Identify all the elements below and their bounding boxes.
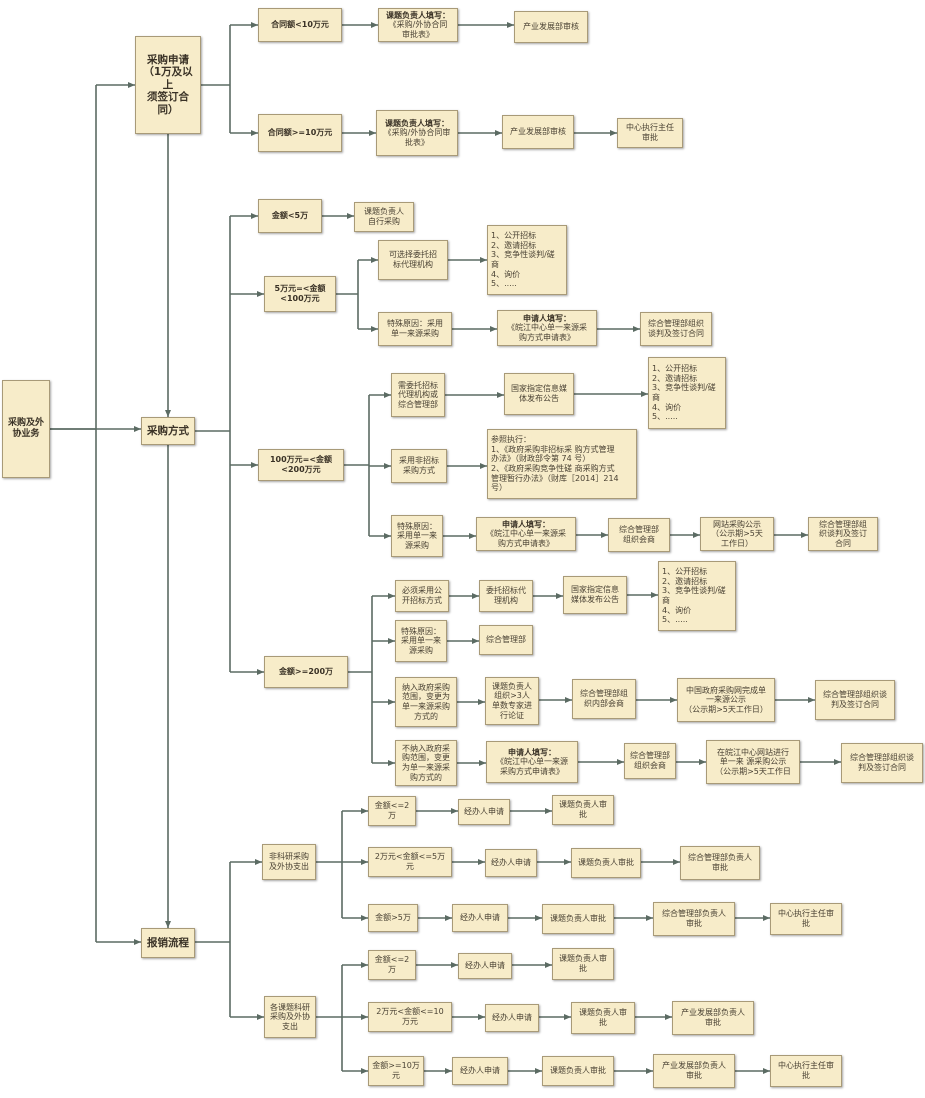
reimb-rs-ge10w-approve: 课题负责人审批	[542, 1056, 614, 1086]
reimb-nr-2w5w-mgmt: 综合管理部负责人 审批	[680, 846, 760, 880]
method-200w-nongov-consult: 综合管理部 组织会商	[624, 743, 676, 779]
apply-ge10w-form: 课题负责人填写：《采购/外协合同审 批表》	[376, 110, 458, 156]
reimb-nr-2w5w-apply: 经办人申请	[485, 849, 537, 877]
reimb-nr-gt5w-approve: 课题负责人审批	[542, 904, 614, 934]
method-200w-gov-consult: 综合管理部组 织内部会商	[572, 679, 636, 719]
method-200w-gov-expert: 课题负责人 组织>3人 单数专家进 行论证	[485, 677, 539, 725]
method-lt5w: 金额<5万	[258, 199, 322, 233]
method-200w-agency: 委托招标代 理机构	[479, 580, 533, 612]
reimb-rs-ge10w: 金额>=10万 元	[368, 1056, 424, 1086]
reimb-nr-gt5w: 金额>5万	[368, 904, 418, 932]
method-5w-single-contract: 综合管理部组织 谈判及签订合同	[640, 312, 712, 346]
apply-lt10w-review: 产业发展部审核	[514, 11, 588, 43]
method-5w-agency: 可选择委托招 标代理机构	[378, 240, 448, 280]
method-200w-nongov: 不纳入政府采 购范围，变更 为单一来源采 购方式的	[395, 740, 457, 786]
method-node: 采购方式	[141, 417, 195, 445]
method-200w-single-mgmt: 综合管理部	[479, 625, 533, 655]
method-200w-publish: 国家指定信息 媒体发布公告	[563, 576, 627, 614]
reimb-node: 报销流程	[141, 928, 195, 958]
reimb-rs-2w10w-apply: 经办人申请	[485, 1004, 539, 1032]
method-100w-publish: 国家指定信息媒 体发布公告	[504, 373, 574, 415]
apply-lt10w: 合同额<10万元	[258, 8, 342, 42]
method-100w-200w: 100万元=<金额 <200万元	[258, 449, 344, 481]
apply-lt10w-form: 课题负责人填写：《采购/外协合同 审批表》	[378, 8, 458, 42]
method-200w-nongov-publicity: 在皖江中心网站进行 单一来 源采购公示 （公示期>5天工作日	[706, 740, 800, 784]
reimb-nr-le2w: 金额<=2 万	[368, 796, 416, 826]
reimb-rs-le2w-approve: 课题负责人审 批	[552, 948, 614, 980]
apply-node: 采购申请 （1万及以上 须签订合 同）	[135, 36, 201, 134]
method-100w-list: 1、公开招标 2、邀请招标 3、竞争性谈判/磋 商 4、询价 5、.....	[648, 357, 726, 429]
method-100w-single-consult: 综合管理部 组织会商	[608, 518, 670, 552]
reimb-rs-ge10w-apply: 经办人申请	[452, 1057, 508, 1085]
reimb-rs-2w10w-industry: 产业发展部负责人 审批	[672, 1001, 754, 1035]
method-100w-agency: 需委托招标 代理机构或 综合管理部	[391, 373, 445, 417]
method-5w-single: 特殊原因：采用 单一来源采购	[378, 312, 452, 346]
method-200w-gov-contract: 综合管理部组织谈 判及签订合同	[815, 680, 895, 720]
method-100w-single: 特殊原因： 采用单一来 源采购	[391, 515, 443, 557]
method-5w-list: 1、公开招标 2、邀请招标 3、竞争性谈判/磋 商 4、询价 5、.....	[487, 225, 567, 295]
reimb-nr-gt5w-mgmt: 综合管理部负责人 审批	[653, 902, 735, 936]
reimb-rs-2w10w: 2万元<金额<=10 万元	[368, 1002, 452, 1032]
reimb-nr-le2w-approve: 课题负责人审 批	[552, 795, 614, 825]
reimb-rs-ge10w-industry: 产业发展部负责人 审批	[653, 1054, 735, 1088]
reimb-nr-gt5w-apply: 经办人申请	[452, 904, 508, 932]
method-5w-single-form: 申请人填写：《皖江中心单一来源采 购方式申请表》	[497, 310, 597, 346]
apply-ge10w-director: 中心执行主任 审批	[617, 118, 683, 148]
method-200w-open: 必须采用公 开招标方式	[395, 580, 449, 612]
reimb-nonresearch: 非科研采购 及外协支出	[262, 844, 316, 880]
method-200w-nongov-form: 申请人填写：《皖江中心单一来源 采购方式申请表》	[486, 741, 578, 783]
reimb-rs-le2w-apply: 经办人申请	[458, 953, 512, 979]
method-200w-single: 特殊原因： 采用单一来 源采购	[395, 620, 447, 662]
reimb-rs-le2w: 金额<=2 万	[368, 950, 416, 980]
reimb-rs-ge10w-director: 中心执行主任审 批	[770, 1055, 842, 1087]
method-5w-100w: 5万元=<金额 <100万元	[264, 276, 336, 312]
method-100w-nonbid: 采用非招标 采购方式	[391, 449, 447, 483]
reimb-nr-2w5w: 2万元<金额<=5万 元	[368, 847, 452, 877]
method-ge200w: 金额>=200万	[264, 656, 348, 688]
root-node: 采购及外 协业务	[2, 380, 50, 478]
reimb-research: 各课题科研 采购及外协 支出	[264, 996, 316, 1038]
reimb-nr-2w5w-approve: 课题负责人审批	[571, 848, 641, 878]
apply-ge10w: 合同额>=10万元	[258, 114, 342, 152]
apply-ge10w-review: 产业发展部审核	[502, 115, 574, 149]
method-100w-reference: 参照执行： 1、《政府采购非招标采 购方式管理 办法》（财政部令第 74 号） …	[487, 429, 637, 499]
reimb-nr-le2w-apply: 经办人申请	[458, 799, 510, 825]
method-100w-single-form: 申请人填写：《皖江中心单一来源采 购方式申请表》	[476, 517, 576, 551]
method-200w-list: 1、公开招标 2、邀请招标 3、竞争性谈判/磋 商 4、询价 5、.....	[658, 561, 736, 631]
method-100w-single-publicity: 网站采购公示 （公示期>5天 工作日）	[700, 517, 774, 551]
method-200w-gov-publicity: 中国政府采购网完成单 一来源公示 （公示期>5天工作日）	[677, 678, 775, 722]
method-200w-nongov-contract: 综合管理部组织谈 判及签订合同	[841, 743, 923, 783]
reimb-nr-gt5w-director: 中心执行主任审 批	[770, 903, 842, 935]
method-lt5w-self: 课题负责人 自行采购	[354, 202, 414, 232]
method-200w-gov: 纳入政府采购 范围，变更为 单一来源采购 方式的	[395, 677, 457, 727]
method-100w-single-contract: 综合管理部组 织谈判及签订 合同	[808, 517, 878, 551]
reimb-rs-2w10w-approve: 课题负责人审 批	[571, 1002, 635, 1034]
